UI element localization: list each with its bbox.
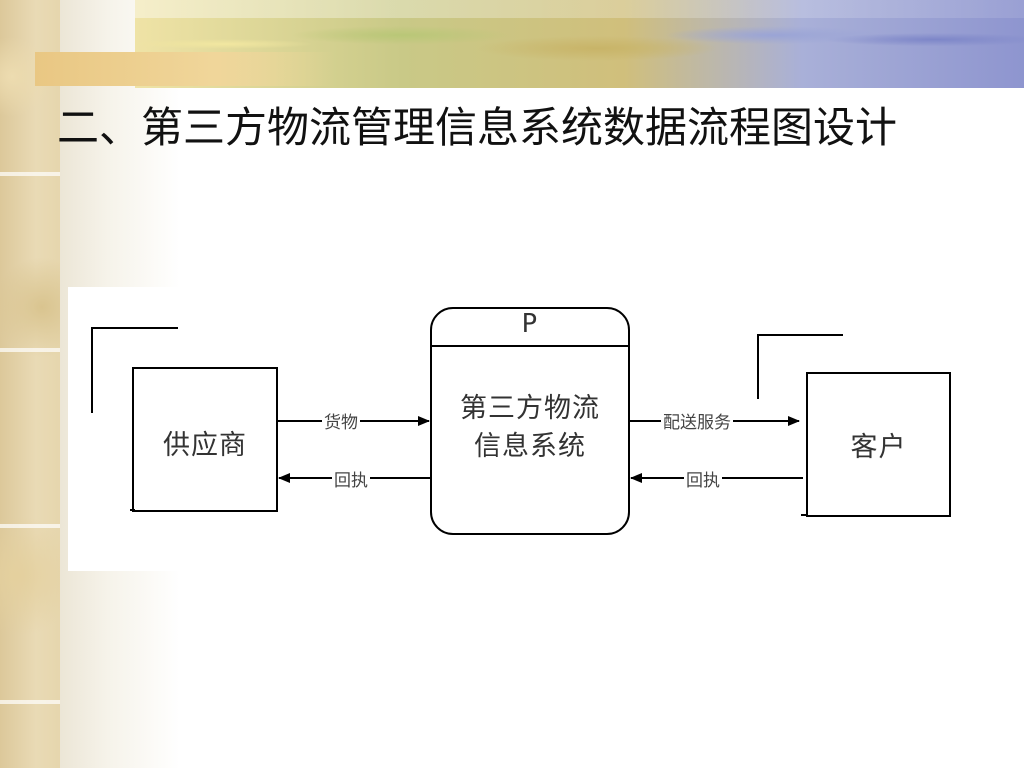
left-parchment-strip bbox=[0, 0, 60, 768]
customer-label: 客户 bbox=[850, 432, 907, 463]
supplier-bracket bbox=[91, 327, 178, 413]
flow-label-goods: 货物 bbox=[322, 408, 360, 433]
process-name-line2: 信息系统 bbox=[474, 431, 586, 462]
data-flow-diagram: P 第三方物流 信息系统 供应商 客户 货物 回执 配送服务 回执 bbox=[68, 287, 958, 571]
process-id-label: P bbox=[521, 309, 539, 339]
supplier-label: 供应商 bbox=[163, 430, 247, 461]
page-title: 二、第三方物流管理信息系统数据流程图设计 bbox=[57, 103, 898, 152]
flow-label-receipt-customer: 回执 bbox=[684, 466, 722, 491]
top-banner-band bbox=[35, 52, 335, 86]
top-banner-highlight bbox=[135, 0, 1024, 18]
customer-box bbox=[806, 372, 951, 517]
flow-label-receipt-supplier: 回执 bbox=[332, 466, 370, 491]
customer-bracket bbox=[757, 334, 843, 399]
process-name-line1: 第三方物流 bbox=[460, 393, 600, 424]
flow-label-delivery-service: 配送服务 bbox=[661, 408, 733, 433]
supplier-box bbox=[132, 367, 278, 512]
